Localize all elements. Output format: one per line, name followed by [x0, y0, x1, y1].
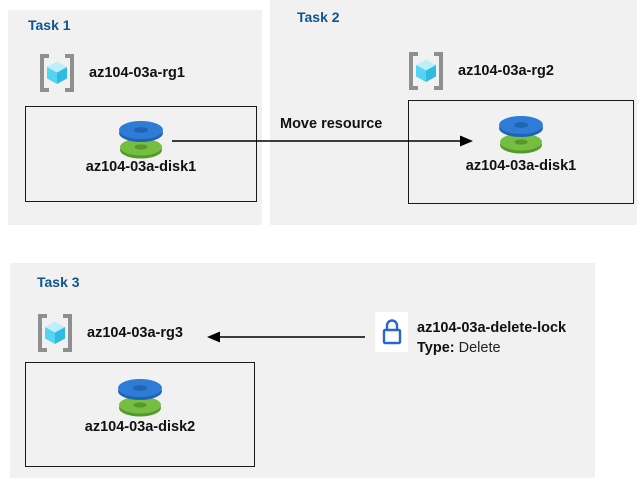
resource-group-icon [35, 312, 75, 354]
task3-panel: Task 3 az104-03a-rg3 [10, 263, 595, 478]
resource-group-icon [406, 50, 446, 92]
task1-panel: Task 1 az104-03a-rg1 [8, 10, 262, 225]
disk-icon [116, 377, 164, 417]
disk-name: az104-03a-disk1 [465, 158, 577, 174]
disk-name: az104-03a-disk1 [85, 159, 197, 175]
lock-type-line: Type: Delete [417, 339, 566, 359]
resource-group-name: az104-03a-rg2 [458, 63, 554, 79]
disk-icon [497, 114, 545, 154]
task3-resource-box: az104-03a-disk2 [25, 362, 255, 467]
lock-type-value: Delete [458, 339, 501, 356]
task2-resource-box: az104-03a-disk1 [408, 100, 634, 204]
task2-title: Task 2 [297, 9, 340, 25]
task2-panel: Task 2 az104-03a-rg2 [270, 0, 637, 225]
task3-resource-group: az104-03a-rg3 [35, 312, 183, 354]
task1-resource-box: az104-03a-disk1 [25, 106, 257, 202]
resource-group-name: az104-03a-rg1 [89, 65, 185, 81]
lock-type-label: Type: [417, 339, 455, 356]
resource-group-icon [37, 52, 77, 94]
disk-name: az104-03a-disk2 [84, 419, 196, 435]
move-resource-label: Move resource [280, 116, 383, 132]
lock-icon [375, 312, 408, 352]
task2-resource-group: az104-03a-rg2 [406, 50, 554, 92]
delete-lock-annotation: az104-03a-delete-lock Type: Delete [375, 312, 566, 358]
delete-lock-text: az104-03a-delete-lock Type: Delete [417, 312, 566, 358]
lock-name: az104-03a-delete-lock [417, 320, 567, 336]
task3-title: Task 3 [37, 274, 80, 290]
task1-resource-group: az104-03a-rg1 [37, 52, 185, 94]
task1-title: Task 1 [28, 17, 71, 33]
resource-group-name: az104-03a-rg3 [87, 325, 183, 341]
disk-icon [117, 119, 165, 159]
